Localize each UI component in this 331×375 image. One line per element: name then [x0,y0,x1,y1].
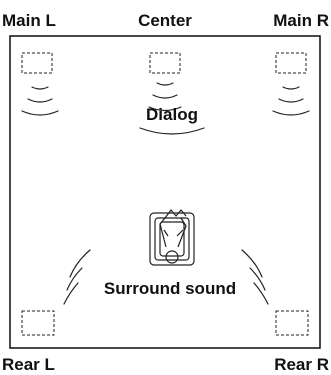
main-left-label: Main L [2,11,56,30]
center-speaker-icon [149,52,181,74]
main-left-speaker [21,52,59,116]
rear-left-label: Rear L [2,355,55,374]
rear-left-speaker-icon [21,310,55,336]
main-right-label: Main R [273,11,329,30]
center-speaker [148,52,182,112]
rear-right-label: Rear R [274,355,329,374]
surround-sound-label: Surround sound [104,279,236,298]
main-right-speaker-icon [275,52,307,74]
center-label: Center [138,11,192,30]
main-right-speaker [272,52,310,116]
center-sound-waves [148,82,182,112]
rear-right-sound-waves [241,249,269,305]
main-left-sound-waves [21,86,59,116]
dialog-wave [139,127,205,135]
main-left-speaker-icon [21,52,53,74]
room-outline [9,35,321,349]
armchair-listener-icon [149,209,195,266]
main-right-sound-waves [272,86,310,116]
rear-left-sound-waves [63,249,91,305]
dialog-label: Dialog [146,105,198,124]
rear-right-speaker-icon [275,310,309,336]
